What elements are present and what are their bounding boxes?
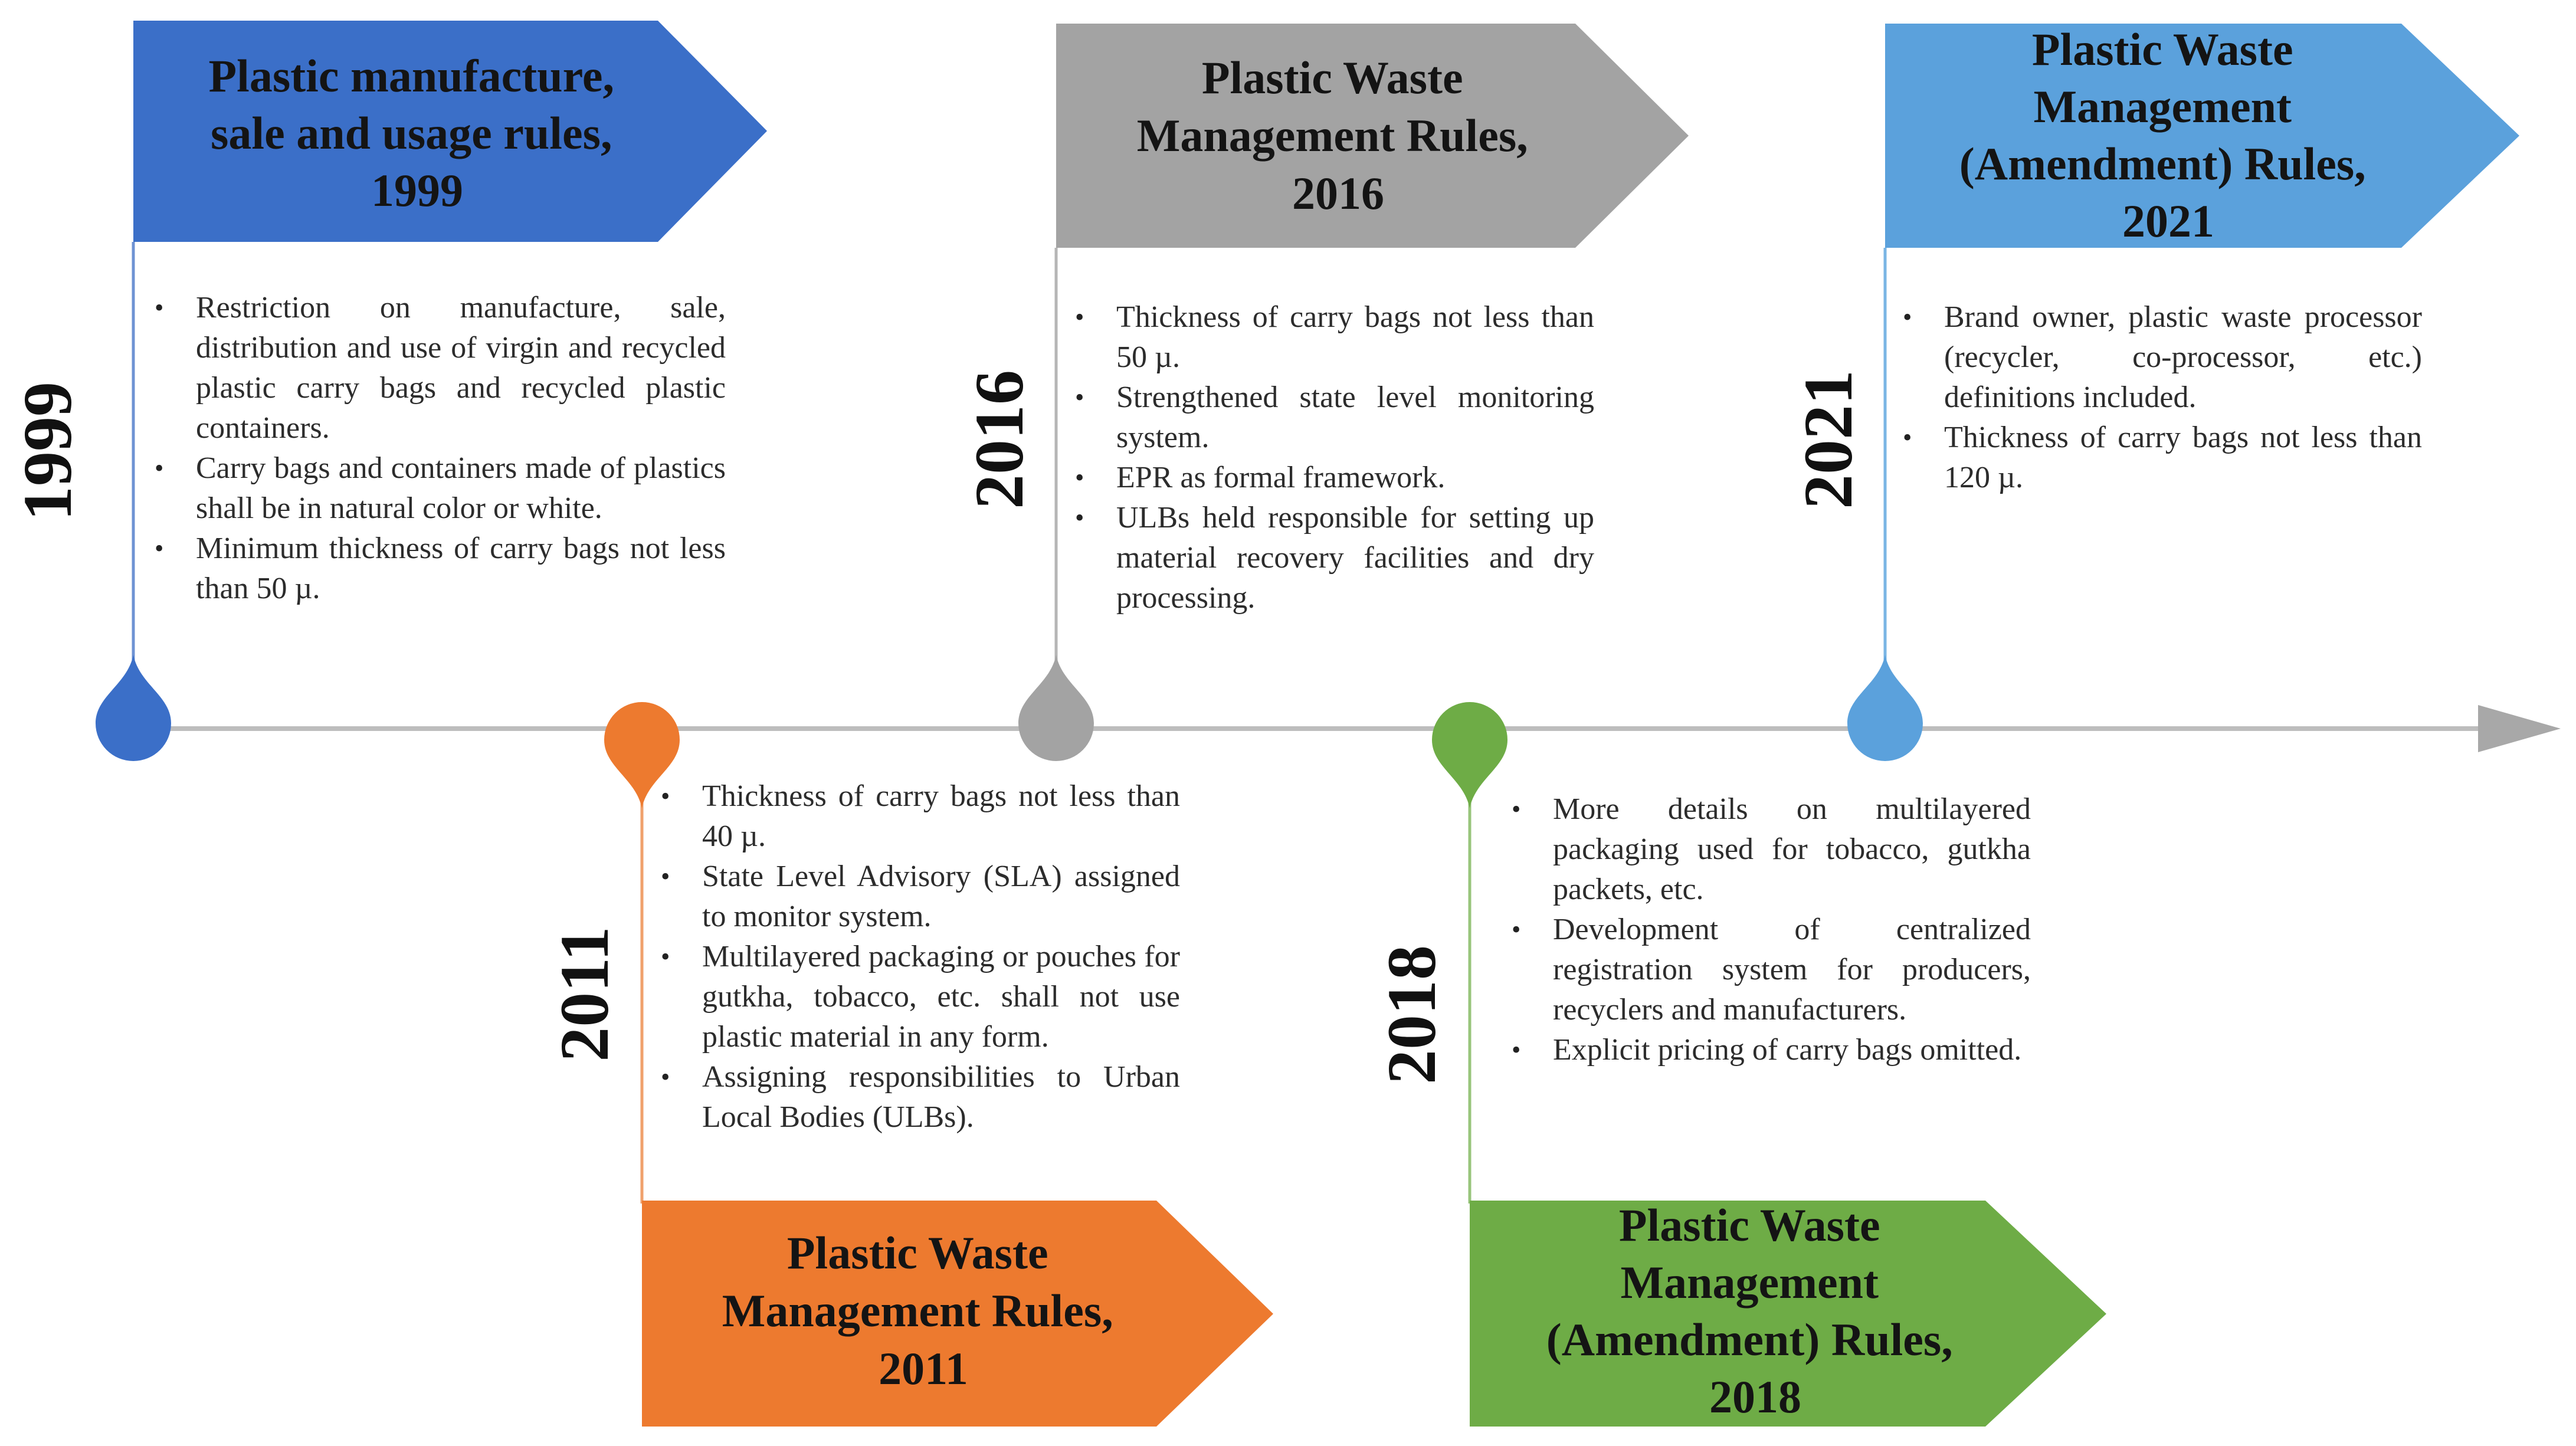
year-label-2016: 2016 [961,370,1038,509]
bullet-item: Explicit pricing of carry bags omitted. [1512,1030,2031,1070]
bullet-item: Multilayered packaging or pouches for gu… [661,937,1180,1057]
marker-2011 [604,702,680,808]
bullet-item: Thickness of carry bags not less than 12… [1903,418,2422,498]
bullet-item: Brand owner, plastic waste processor (re… [1903,297,2422,418]
year-label-2021: 2021 [1790,370,1867,509]
flag-title-2021: Plastic Waste Management (Amendment) Rul… [1959,24,2377,247]
bullet-item: EPR as formal framework. [1075,458,1594,498]
flag-2016 [1056,24,1689,248]
bullets-2018: More details on multilayered packaging u… [1512,789,2031,1070]
flag-title-2018: Plastic Waste Management (Amendment) Rul… [1546,1199,1964,1422]
bullet-item: Minimum thickness of carry bags not less… [155,529,726,609]
bullets-2016: Thickness of carry bags not less than 50… [1075,297,1594,618]
marker-1999 [96,655,171,761]
year-label-2018: 2018 [1373,945,1450,1084]
marker-2021 [1847,655,1923,761]
bullet-item: State Level Advisory (SLA) assigned to m… [661,857,1180,937]
flag-title-2016: Plastic Waste Management Rules, 2016 [1137,52,1539,219]
bullet-item: Thickness of carry bags not less than 40… [661,776,1180,857]
flag-2021 [1885,24,2519,248]
timeline-arrowhead [2478,705,2561,752]
bullets-2011: Thickness of carry bags not less than 40… [661,776,1180,1137]
bullets-1999: Restriction on manufacture, sale, distri… [155,288,726,609]
flag-2011 [642,1201,1273,1427]
bullet-item: ULBs held responsible for setting up mat… [1075,498,1594,618]
flag-2018 [1470,1201,2106,1427]
bullets-2021: Brand owner, plastic waste processor (re… [1903,297,2422,498]
marker-2016 [1018,655,1094,761]
flag-title-1999: Plastic manufacture, sale and usage rule… [209,50,626,216]
bullet-item: Thickness of carry bags not less than 50… [1075,297,1594,378]
flag-1999 [133,21,767,242]
year-label-2011: 2011 [546,926,623,1062]
flag-title-2011: Plastic Waste Management Rules, 2011 [722,1227,1125,1394]
marker-2018 [1432,702,1507,808]
bullet-item: Restriction on manufacture, sale, distri… [155,288,726,448]
bullet-item: Strengthened state level monitoring syst… [1075,378,1594,458]
bullet-item: Development of centralized registration … [1512,910,2031,1030]
bullet-item: Carry bags and containers made of plasti… [155,448,726,529]
bullet-item: More details on multilayered packaging u… [1512,789,2031,910]
bullet-item: Assigning responsibilities to Urban Loca… [661,1057,1180,1137]
year-label-1999: 1999 [9,382,86,521]
